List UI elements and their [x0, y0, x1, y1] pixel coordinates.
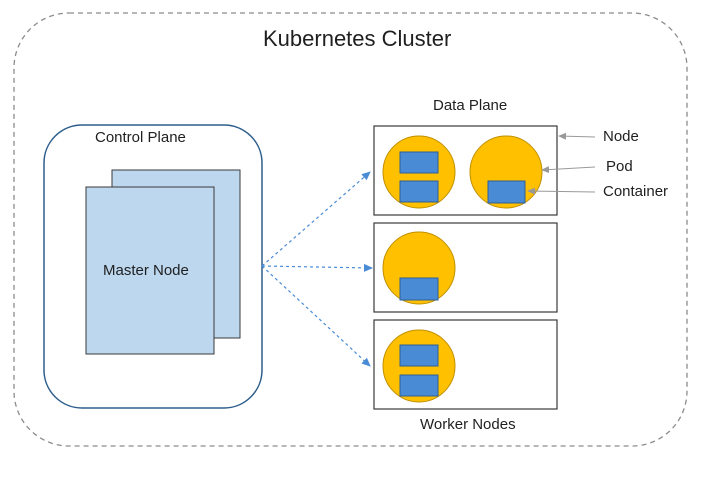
- container-2a-1: [399, 277, 439, 301]
- cluster-label: Kubernetes Cluster: [263, 26, 452, 51]
- cluster-boundary: [13, 12, 688, 447]
- container-1a-1: [399, 151, 439, 174]
- data-plane-label: Data Plane: [433, 97, 508, 114]
- arrow-to-node-2: [261, 263, 373, 272]
- master-node-label: Master Node: [103, 262, 189, 279]
- arrow-to-node-3: [261, 265, 371, 367]
- legend-container-label: Container: [603, 183, 669, 200]
- pod-pointer-arrow: [541, 166, 596, 174]
- arrow-to-node-1: [261, 171, 371, 267]
- container-1b-1: [487, 180, 526, 204]
- worker-nodes-label: Worker Nodes: [420, 416, 516, 433]
- legend-pod-label: Pod: [606, 158, 633, 175]
- container-3a-2: [399, 374, 439, 397]
- master-node-front-page: [85, 186, 215, 355]
- control-plane-label: Control Plane: [95, 129, 186, 146]
- node-pointer-arrow: [558, 132, 596, 140]
- container-3a-1: [399, 344, 439, 367]
- legend-node-label: Node: [603, 128, 639, 145]
- container-pointer-arrow: [527, 187, 596, 195]
- container-1a-2: [399, 180, 439, 203]
